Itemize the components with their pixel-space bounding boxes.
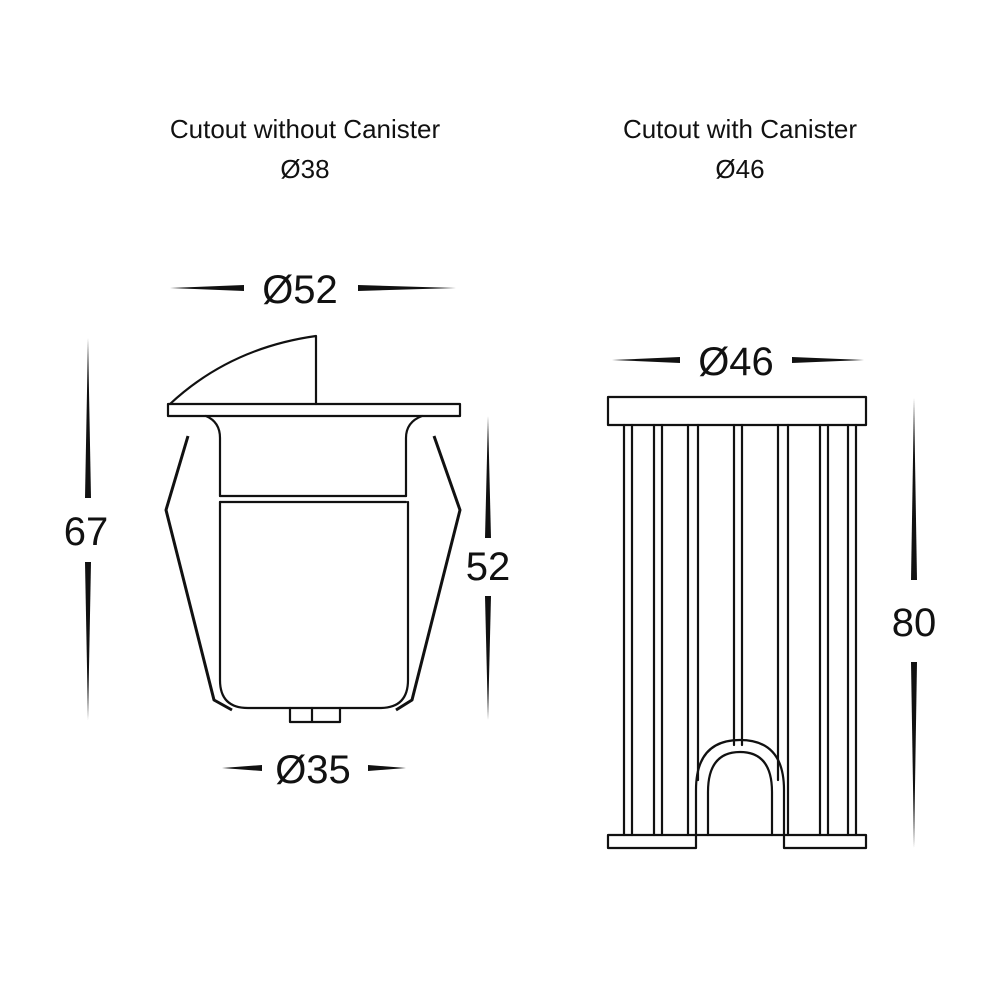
canister-ribs xyxy=(622,423,858,837)
dimension-body-height: 52 xyxy=(466,416,511,720)
fixture-right-spring-clip xyxy=(395,435,462,712)
header-without-canister-value: Ø38 xyxy=(280,154,329,184)
canister-arch-inner xyxy=(706,750,774,837)
header-without-canister-title: Cutout without Canister xyxy=(170,114,441,144)
fixture-neck xyxy=(204,414,424,498)
dimension-canister-diameter: Ø46 xyxy=(612,340,864,384)
canister-lid xyxy=(606,395,868,427)
canister-base xyxy=(606,738,868,850)
fixture-bottom-stub xyxy=(288,706,342,724)
arrow-right xyxy=(792,357,864,363)
arrow-up xyxy=(911,398,917,580)
arrow-left xyxy=(612,357,680,363)
arrow-left xyxy=(222,765,262,771)
arrow-up xyxy=(85,338,91,498)
arrow-down xyxy=(485,596,491,720)
fixture-left-spring-clip xyxy=(164,435,233,712)
dimension-total-height: 67 xyxy=(64,338,109,720)
arrow-right xyxy=(368,765,406,771)
body-height-label: 52 xyxy=(466,545,511,589)
fixture-body xyxy=(218,500,410,710)
top-diameter-label: Ø52 xyxy=(262,268,338,312)
fixture-drawing xyxy=(164,334,462,724)
arrow-right xyxy=(358,285,456,291)
dimension-bottom-diameter: Ø35 xyxy=(222,748,406,792)
arrow-left xyxy=(170,285,244,291)
dimension-canister-height: 80 xyxy=(892,398,937,848)
canister-diameter-label: Ø46 xyxy=(698,340,774,384)
header-with-canister-title: Cutout with Canister xyxy=(623,114,857,144)
canister-drawing xyxy=(606,395,868,850)
fixture-flange xyxy=(166,402,462,418)
dimension-top-diameter: Ø52 xyxy=(170,268,456,312)
bottom-diameter-label: Ø35 xyxy=(275,748,351,792)
canister-height-label: 80 xyxy=(892,601,937,645)
fixture-hood xyxy=(168,334,318,406)
arrow-down xyxy=(85,562,91,720)
arrow-down xyxy=(911,662,917,848)
total-height-label: 67 xyxy=(64,510,109,554)
header-with-canister-value: Ø46 xyxy=(715,154,764,184)
arrow-up xyxy=(485,416,491,538)
